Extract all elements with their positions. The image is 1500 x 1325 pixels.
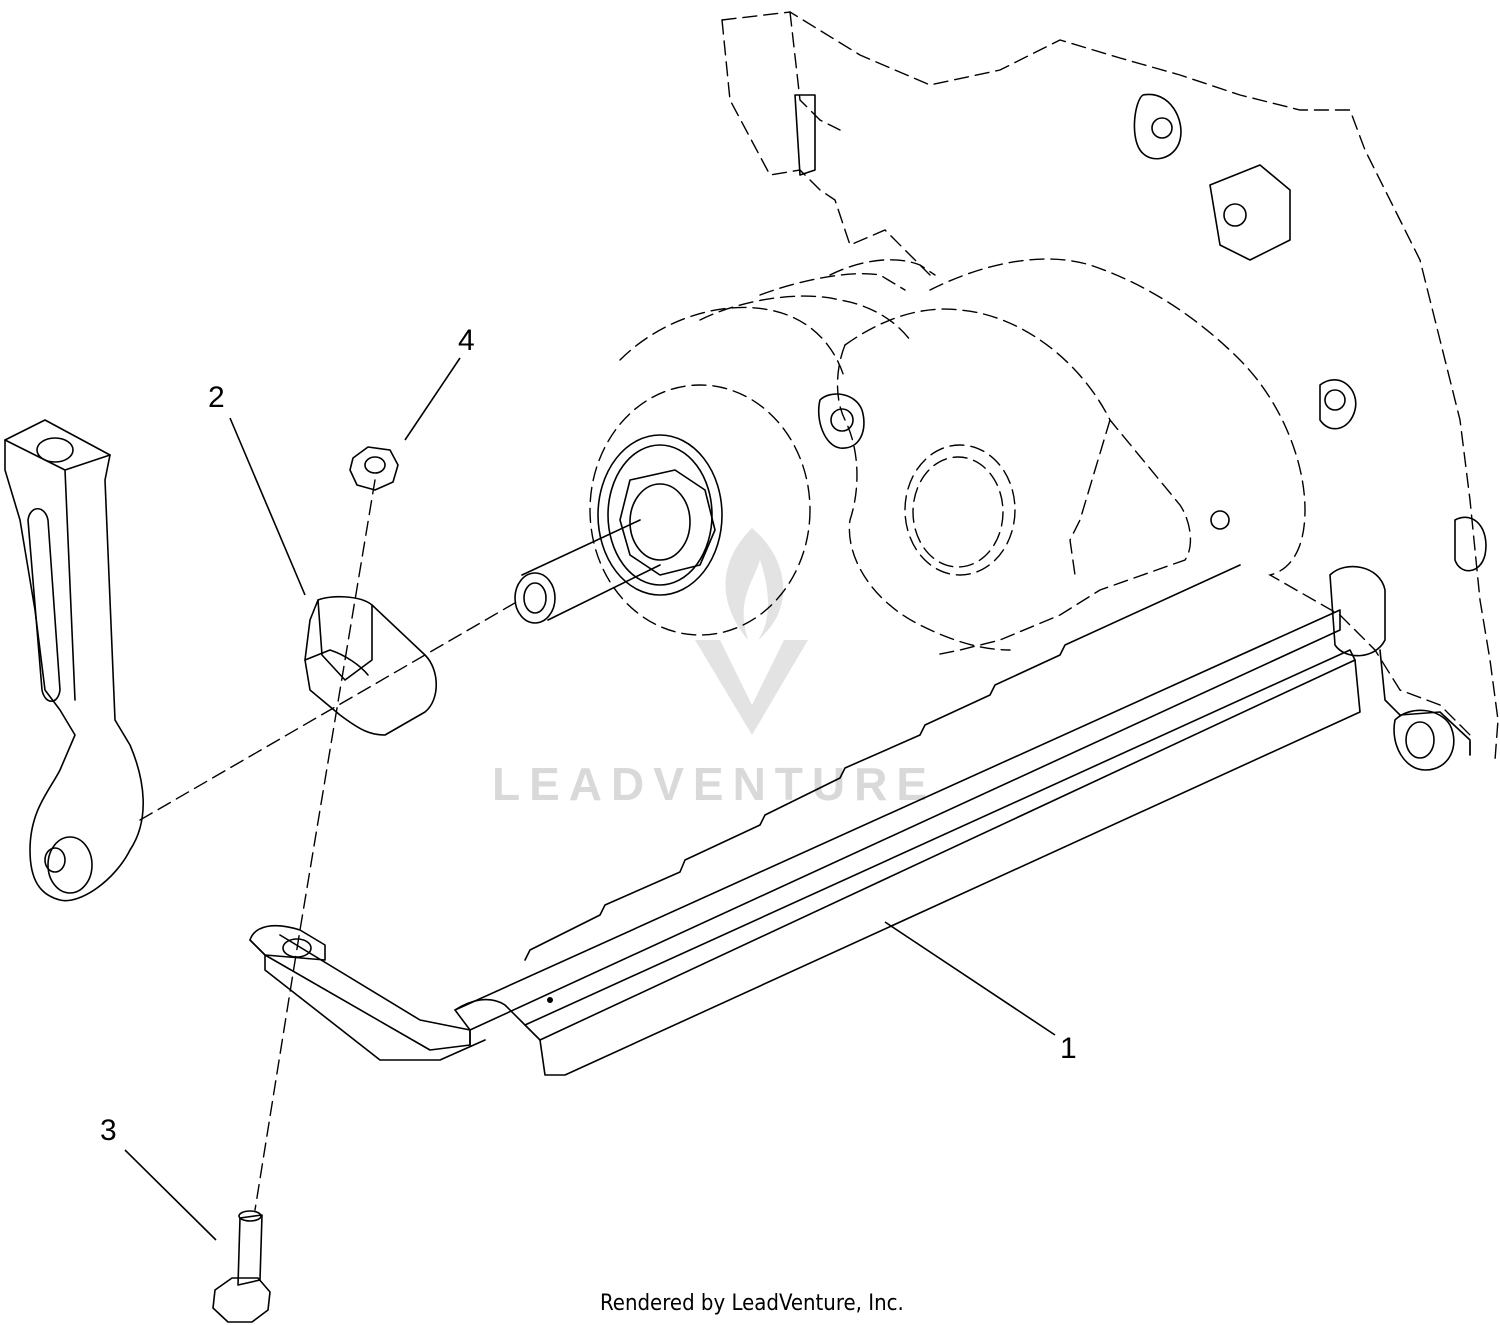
callout-1: 1 xyxy=(884,921,1077,1065)
callout-3: 3 xyxy=(100,1114,217,1241)
part-4-nut xyxy=(349,446,399,491)
center-lines xyxy=(139,479,521,1211)
callout-4-label: 4 xyxy=(458,324,475,357)
part-3-bolt xyxy=(212,1210,271,1323)
callout-1-label: 1 xyxy=(1060,1032,1077,1065)
callout-2: 2 xyxy=(208,381,306,596)
watermark-text: LEADVENTURE xyxy=(492,758,936,810)
callout-4: 4 xyxy=(404,324,475,441)
part-1-housing-assembly xyxy=(249,11,1499,1076)
render-credit: Rendered by LeadVenture, Inc. xyxy=(600,1291,904,1316)
callout-3-label: 3 xyxy=(100,1114,117,1147)
leadventure-watermark: LEADVENTURE xyxy=(492,528,936,810)
callout-2-label: 2 xyxy=(208,381,225,414)
part-2-clamp xyxy=(304,595,437,736)
leadventure-logo-icon xyxy=(695,528,808,735)
linkage-arm xyxy=(4,419,144,902)
